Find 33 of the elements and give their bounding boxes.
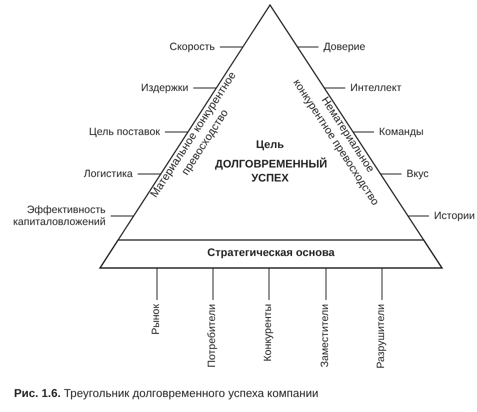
- leader-line: [353, 131, 374, 133]
- factor-label: Скорость: [170, 40, 215, 54]
- leader-line: [268, 268, 270, 300]
- factor-label: Потребители: [206, 304, 218, 368]
- factor-label: Эффективность капиталовложений: [12, 204, 106, 228]
- leader-line: [193, 87, 216, 89]
- leader-line: [324, 87, 346, 89]
- base-label: Стратегическая основа: [206, 247, 336, 259]
- leader-line: [138, 173, 161, 175]
- figure-caption: Рис. 1.6. Треугольник долговременного успеха компании: [14, 388, 318, 400]
- leader-line: [408, 215, 429, 217]
- leader-line: [220, 46, 243, 48]
- factor-label: Вкус: [406, 168, 429, 180]
- factor-label: Разрушители: [375, 304, 388, 369]
- leader-line: [212, 268, 214, 300]
- factor-label: Логистика: [84, 168, 133, 180]
- leader-line: [381, 268, 383, 300]
- factor-label: Команды: [379, 126, 424, 138]
- leader-line: [164, 131, 188, 133]
- leader-line: [110, 215, 134, 217]
- goal-label: Цель: [254, 139, 286, 153]
- factor-label: Рынок: [150, 304, 162, 335]
- leader-line: [380, 173, 402, 175]
- leader-line: [156, 268, 158, 300]
- leader-line: [297, 46, 318, 48]
- factor-label: Конкуренты: [262, 304, 274, 362]
- factor-label: Издержки: [140, 82, 188, 94]
- factor-label: Истории: [434, 210, 475, 222]
- factor-label: Интеллект: [350, 82, 402, 94]
- factor-label: Цель поставок: [88, 126, 160, 138]
- factor-label: Доверие: [323, 40, 366, 54]
- factor-label: Заместители: [319, 304, 332, 368]
- leader-line: [325, 268, 327, 300]
